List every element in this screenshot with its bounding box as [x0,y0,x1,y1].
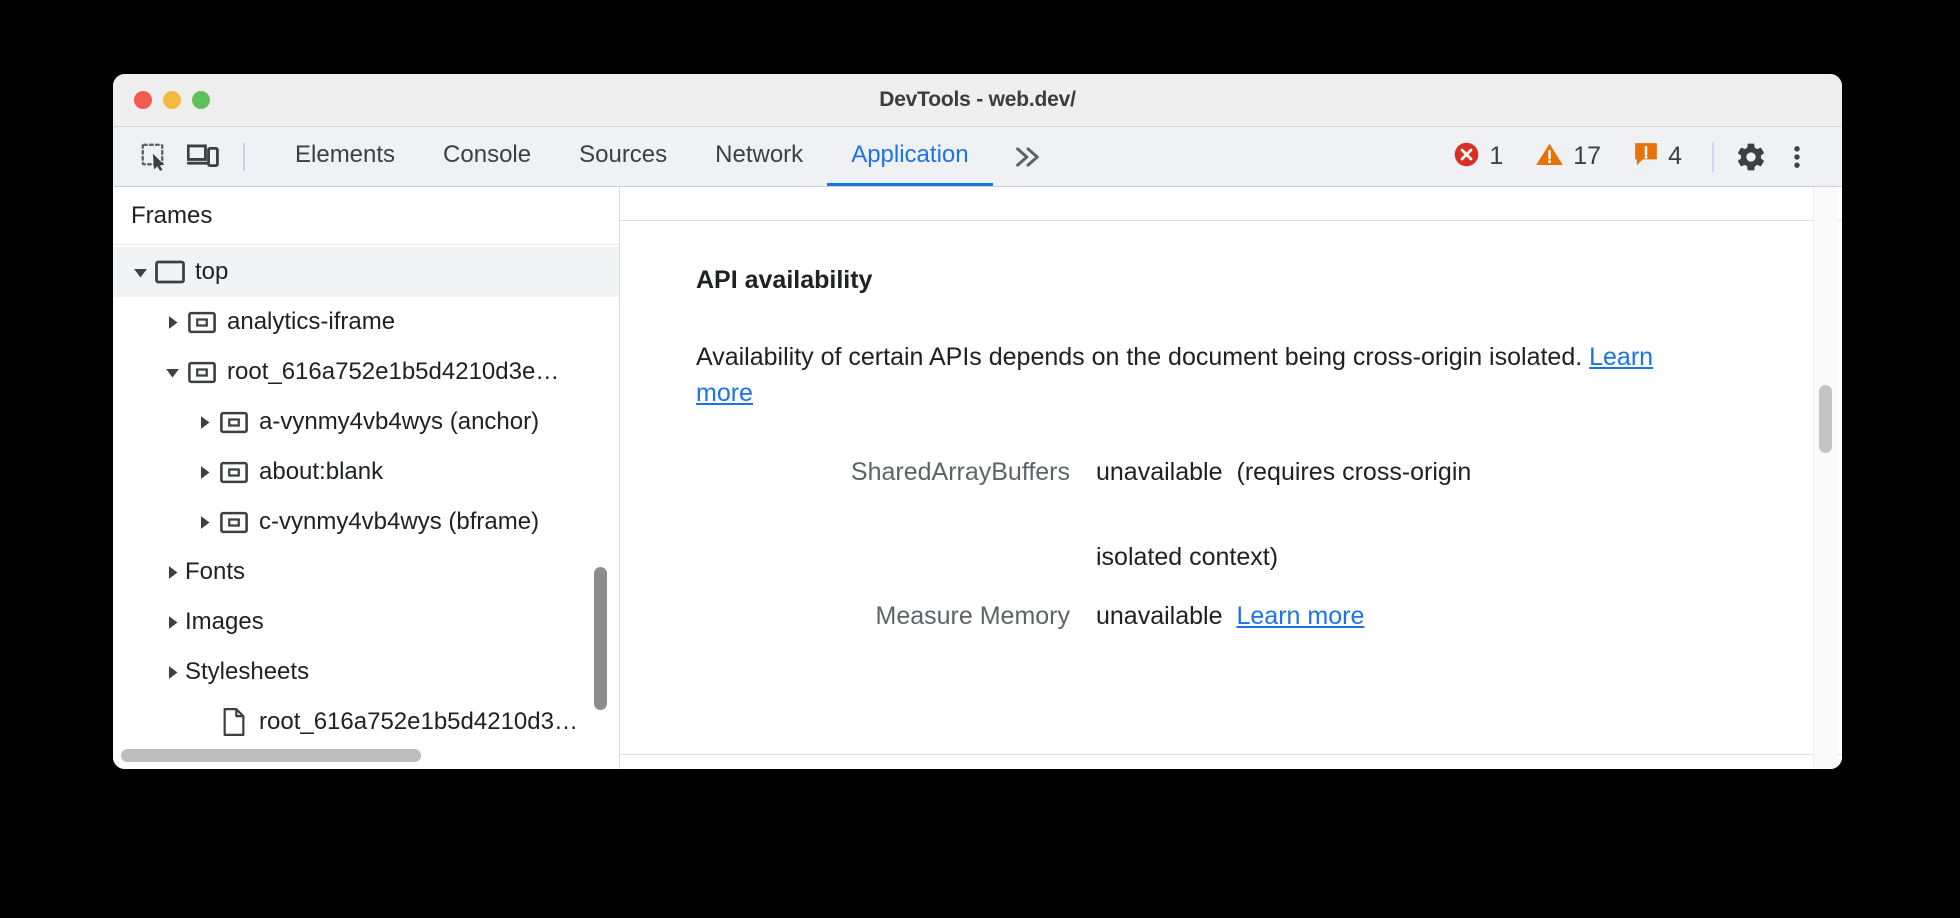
chevron-right-icon[interactable] [191,464,217,481]
panel-bottom-divider [620,754,1842,755]
issue-icon [1633,141,1659,172]
devtools-window: DevTools - web.dev/ Elements [113,74,1842,769]
tree-item-label: analytics-iframe [227,308,396,335]
frame-icon [217,511,251,534]
row-value-text: unavailable [1096,601,1223,630]
frame-icon [185,311,219,334]
frames-tree: top analytics-iframe root_616a752e1b5d4210… [113,245,619,769]
chevron-down-icon[interactable] [159,364,185,381]
status-indicators: 1 17 [1437,141,1698,173]
tree-item-label: Stylesheets [185,658,310,685]
sidebar-horizontal-scrollbar[interactable] [121,749,421,762]
more-tabs-icon[interactable] [993,144,1063,170]
tree-item-label: top [195,258,229,285]
row-value-shared-array-buffers: unavailable (requires cross-origin isola… [1096,458,1566,572]
device-toolbar-icon[interactable] [179,135,227,179]
description-text: Availability of certain APIs depends on … [696,343,1590,371]
tree-item-fonts[interactable]: Fonts [113,547,619,597]
learn-more-link-measure-memory[interactable]: Learn more [1236,601,1365,630]
tree-item-stylesheets[interactable]: Stylesheets [113,647,619,697]
panel-content: API availability Availability of certain… [620,221,1842,769]
api-availability-rows: SharedArrayBuffers unavailable (requires… [696,458,1842,631]
error-count-button[interactable]: 1 [1437,141,1519,173]
tree-item-a-vynmy4vb4wys-anchor[interactable]: a-vynmy4vb4wys (anchor) [113,397,619,447]
chevron-right-icon[interactable] [159,314,185,331]
tab-network[interactable]: Network [715,141,804,168]
issue-count-button[interactable]: 4 [1617,141,1698,172]
application-main-panel: API availability Availability of certain… [620,187,1842,769]
tree-item-label: root_616a752e1b5d4210d3e… [227,358,560,385]
tab-sources[interactable]: Sources [579,141,668,168]
chevron-right-icon[interactable] [191,414,217,431]
row-value-measure-memory: unavailable Learn more [1096,602,1364,631]
tree-item-images[interactable]: Images [113,597,619,647]
error-count: 1 [1489,142,1504,170]
frames-header: Frames [113,187,619,245]
toolbar-divider-right [1712,141,1714,172]
error-icon [1453,141,1480,173]
chevron-right-icon[interactable] [159,564,185,581]
tree-item-label: about:blank [259,458,384,485]
frame-icon [217,461,251,484]
minimize-window-button[interactable] [163,91,181,109]
issue-count: 4 [1668,142,1682,170]
tree-item-about-blank[interactable]: about:blank [113,447,619,497]
devtools-toolbar: Elements Console Sources Network Applica… [113,127,1842,187]
tree-item-label: Images [185,608,264,635]
learn-more-link-description[interactable]: Learn more [696,343,1654,408]
panel-top-divider [620,220,1842,221]
tree-item-top[interactable]: top [113,247,619,297]
tree-item-root-616a752e1b5d4210d3[interactable]: root_616a752e1b5d4210d3… [113,697,619,747]
section-title: API availability [696,266,873,294]
chevron-right-icon[interactable] [191,514,217,531]
table-row: SharedArrayBuffers unavailable (requires… [696,458,1842,572]
tree-item-c-vynmy4vb4wys-bframe[interactable]: c-vynmy4vb4wys (bframe) [113,497,619,547]
tree-item-root-616a752e1b5d4210d3e[interactable]: root_616a752e1b5d4210d3e… [113,347,619,397]
tree-item-label: a-vynmy4vb4wys (anchor) [259,408,540,435]
row-key-measure-memory: Measure Memory [875,601,1071,630]
tab-console[interactable]: Console [443,141,532,168]
zoom-window-button[interactable] [192,91,210,109]
warning-count: 17 [1573,142,1602,170]
kebab-menu-icon[interactable] [1774,134,1820,180]
tree-item-label: root_616a752e1b5d4210d3… [259,708,578,735]
traffic-lights [134,91,210,109]
api-availability-description: Availability of certain APIs depends on … [696,339,1666,412]
chevron-down-icon[interactable] [127,264,153,281]
inspect-element-icon[interactable] [131,135,179,179]
warning-count-button[interactable]: 17 [1519,141,1617,173]
window-titlebar: DevTools - web.dev/ [113,74,1842,127]
panel-tabs: Elements Console Sources Network Applica… [271,128,993,186]
main-scrollbar-track [1813,187,1838,769]
sidebar-vertical-scrollbar[interactable] [594,567,607,710]
tab-application[interactable]: Application [827,128,993,186]
tree-item-label: Fonts [185,558,246,585]
chevron-right-icon[interactable] [159,614,185,631]
devtools-body: Frames top analytics-iframe root_616a752e1… [113,187,1842,769]
close-window-button[interactable] [134,91,152,109]
frame-icon [217,411,251,434]
table-row: Measure Memory unavailable Learn more [696,602,1842,631]
row-note-text-line2: isolated context) [1096,542,1279,571]
window-title: DevTools - web.dev/ [879,88,1076,111]
tree-item-label: c-vynmy4vb4wys (bframe) [259,508,540,535]
row-note-text: (requires cross-origin [1236,457,1472,486]
gear-icon[interactable] [1728,134,1774,180]
frame-icon [185,361,219,384]
tab-elements[interactable]: Elements [295,141,396,168]
chevron-right-icon[interactable] [159,664,185,681]
tree-item-analytics-iframe[interactable]: analytics-iframe [113,297,619,347]
toolbar-divider [243,142,245,171]
frames-sidebar: Frames top analytics-iframe root_616a752e1… [113,187,620,769]
main-vertical-scrollbar[interactable] [1819,385,1832,453]
frame-top-icon [153,260,187,284]
row-value-text: unavailable [1096,457,1223,486]
row-key-shared-array-buffers: SharedArrayBuffers [850,457,1070,486]
warning-icon [1535,141,1564,173]
document-icon [217,708,251,736]
